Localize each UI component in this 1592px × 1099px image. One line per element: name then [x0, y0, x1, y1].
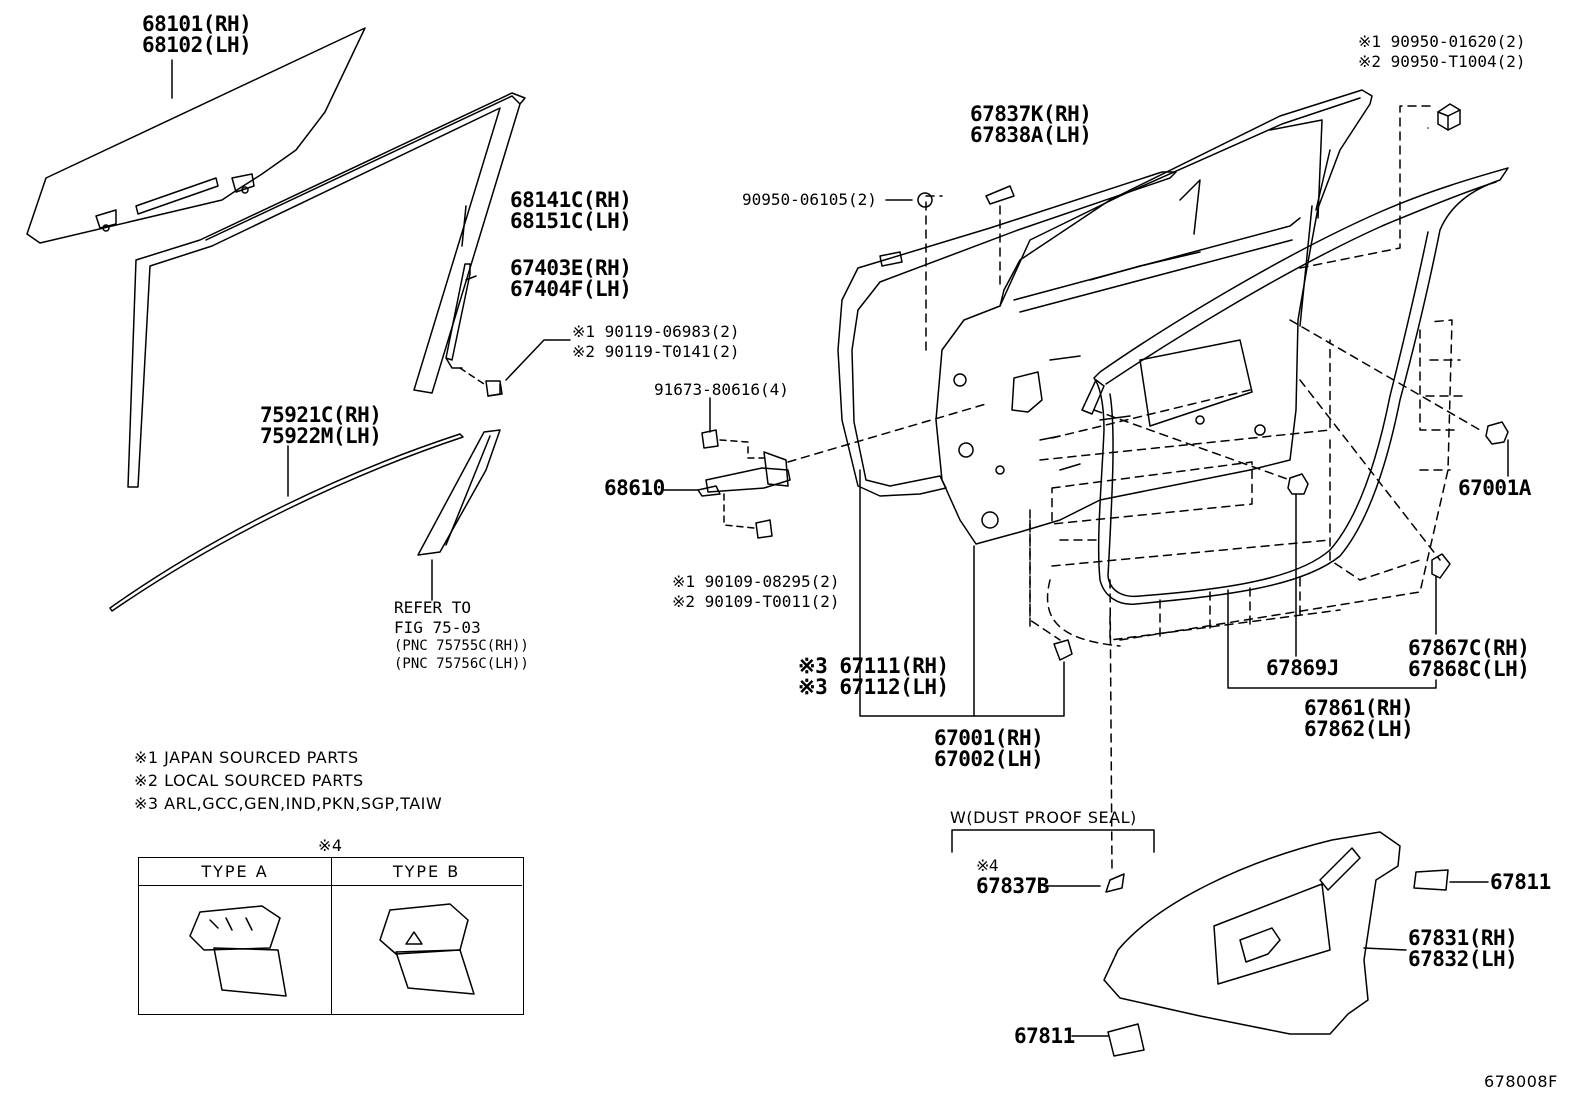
type-b-drawing — [379, 903, 475, 995]
garnish-drawing — [417, 429, 501, 556]
part-label-67001a: 67001A — [1458, 476, 1531, 500]
part-label-67861: 67861(RH)67862(LH) — [1304, 696, 1414, 741]
type-table: TYPE A TYPE B — [138, 857, 524, 1015]
outer-panel-drawing — [837, 171, 1177, 497]
part-label-67831: 67831(RH)67832(LH) — [1408, 926, 1518, 971]
type-table-divider — [331, 858, 332, 1014]
part-label-90950-01620: ※1 90950-01620(2)※2 90950-T1004(2) — [1358, 32, 1526, 71]
part-label-67111: ※3 67111(RH)※3 67112(LH) — [798, 654, 949, 699]
part-label-90119: ※1 90119-06983(2)※2 90119-T0141(2) — [572, 322, 740, 361]
weatherstrip-drawing — [1081, 167, 1509, 605]
type-table-mark: ※4 — [318, 836, 343, 855]
part-label-75921c: 75921C(RH)75922M(LH) — [260, 403, 382, 448]
glass-run-drawing — [127, 92, 526, 488]
part-label-67867c: 67867C(RH)67868C(LH) — [1408, 636, 1530, 681]
part-label-67811-top: 67811 — [1490, 870, 1551, 894]
part-label-67837k: 67837K(RH)67838A(LH) — [970, 102, 1092, 147]
note-1: ※1 JAPAN SOURCED PARTS — [134, 748, 359, 767]
clips-drawing — [1053, 103, 1509, 661]
type-a-drawing — [189, 905, 287, 997]
bolt-90119-drawing — [459, 367, 503, 397]
part-label-67403e: 67403E(RH)67404F(LH) — [510, 256, 632, 301]
leader-lines — [171, 59, 1509, 1037]
type-a-header: TYPE A — [139, 858, 331, 886]
part-label-91673: 91673-80616(4) — [654, 380, 789, 399]
part-label-90109: ※1 90109-08295(2)※2 90109-T0011(2) — [672, 572, 840, 611]
sourcing-notes: ※1 JAPAN SOURCED PARTS ※2 LOCAL SOURCED … — [134, 746, 442, 815]
dust-proof-seal-label: W(DUST PROOF SEAL) — [950, 808, 1137, 827]
type-b-header: TYPE B — [331, 858, 522, 886]
moulding-drawing — [109, 433, 464, 612]
part-label-68610: 68610 — [604, 476, 665, 500]
channel-drawing — [445, 263, 471, 369]
part-label-67869j: 67869J — [1266, 656, 1339, 680]
part-label-67811-bottom: 67811 — [1014, 1024, 1075, 1048]
door-check-drawing — [697, 403, 987, 539]
part-label-68141c: 68141C(RH)68151C(LH) — [510, 188, 632, 233]
note-3: ※3 ARL,GCC,GEN,IND,PKN,SGP,TAIW — [134, 794, 443, 813]
part-label-67001: 67001(RH)67002(LH) — [934, 726, 1044, 771]
figure-code: 678008F — [1484, 1072, 1558, 1091]
door-glass-drawing — [26, 27, 366, 244]
dashed-guides — [1029, 105, 1481, 871]
note-2: ※2 LOCAL SOURCED PARTS — [134, 771, 364, 790]
part-label-68101: 68101(RH)68102(LH) — [142, 12, 252, 57]
service-cover-drawing — [1103, 831, 1449, 1057]
part-label-90950-06105: 90950-06105(2) — [742, 190, 877, 209]
